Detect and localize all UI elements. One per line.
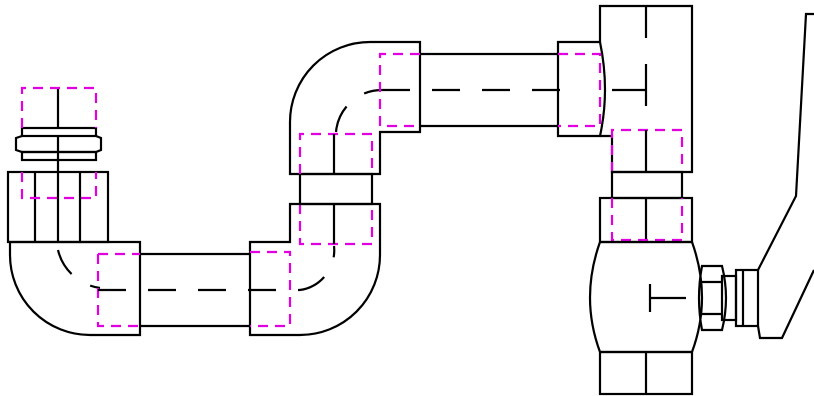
elbow-left xyxy=(8,240,142,337)
pipe-nipple xyxy=(610,170,684,200)
valve-handle xyxy=(756,12,814,340)
pipe-bottom xyxy=(98,252,300,328)
tee-top-right xyxy=(556,4,694,174)
elbow-bottom-right xyxy=(248,202,382,337)
compression-fitting xyxy=(6,86,110,244)
elbow-top-left xyxy=(288,40,422,176)
pipe-riser xyxy=(298,172,374,206)
ball-valve xyxy=(588,196,760,396)
pipe-top xyxy=(382,52,560,128)
